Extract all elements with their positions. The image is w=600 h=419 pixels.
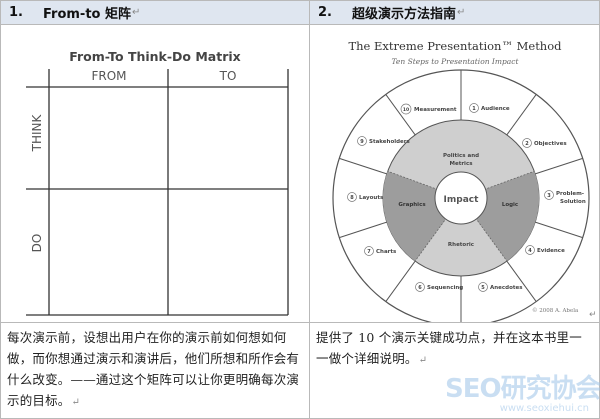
svg-text:6: 6 [418,285,422,291]
matrix-row-do: DO [30,234,44,253]
matrix-title: From-To Think-Do Matrix [69,49,240,64]
svg-text:Objectives: Objectives [534,141,567,147]
logic-label: Logic [502,202,518,208]
section-2-description: 提供了 10 个演示关键成功点，并在这本书里一一做个详细说明。 [316,330,582,366]
section-2-description-cell: 提供了 10 个演示关键成功点，并在这本书里一一做个详细说明。↵ [309,322,600,419]
svg-text:Anecdotes: Anecdotes [490,285,523,291]
extreme-presentation-wheel: The Extreme Presentation™ Method Ten Ste… [332,39,597,322]
svg-text:Sequencing: Sequencing [427,285,463,291]
svg-text:Stakeholders: Stakeholders [369,139,411,145]
paragraph-mark-icon: ↵ [457,7,466,18]
impact-circle [434,171,488,225]
step-6-sequencing: 6 Sequencing [415,282,463,292]
svg-text:4: 4 [528,248,532,254]
matrix-col-from: FROM [91,69,126,83]
step-4-evidence: 4 Evidence [525,245,565,255]
step-10-measurement: 10 Measurement [400,103,457,115]
matrix-col-to: TO [219,69,237,83]
sector-dividers [387,170,535,262]
matrix-grid [26,69,289,316]
step-7-charts: 7 Charts [364,246,397,256]
rhetoric-label: Rhetoric [448,242,474,248]
step-1-audience: 1 Audience [469,103,510,113]
svg-text:10: 10 [403,107,409,113]
svg-text:8: 8 [350,195,354,201]
section-1-number: 1. [9,5,23,20]
svg-text:Charts: Charts [376,249,397,255]
svg-text:9: 9 [360,139,364,145]
section-1-description-cell: 每次演示前，设想出用户在你的演示前如何想如何做，而你想通过演示和演讲后，他们所想… [0,322,310,419]
graphics-label: Graphics [398,202,426,208]
section-2-figure-cell: The Extreme Presentation™ Method Ten Ste… [309,24,600,323]
paragraph-mark-icon: ↵ [132,7,141,18]
svg-text:7: 7 [367,249,371,255]
svg-text:Solution: Solution [560,199,586,205]
section-1-header: 1. From-to 矩阵 ↵ [0,0,310,25]
svg-text:5: 5 [481,285,485,291]
section-2-title: 超级演示方法指南 [352,7,457,22]
section-1-figure-cell: From-To Think-Do Matrix FROM TO THINK DO [0,24,310,323]
svg-text:Layouts: Layouts [359,195,384,201]
impact-label: Impact [444,195,480,205]
svg-text:3: 3 [547,193,551,199]
section-1-title: From-to 矩阵 [43,7,132,22]
step-8-layouts: 8 Layouts [347,192,384,202]
paragraph-mark-icon: ↵ [71,397,81,408]
wheel-spokes [339,70,583,322]
from-to-matrix-figure: From-To Think-Do Matrix FROM TO THINK DO [26,49,289,316]
paragraph-mark-icon: ↵ [589,310,597,320]
wheel-title: The Extreme Presentation™ Method [348,39,562,53]
svg-text:Audience: Audience [481,106,510,112]
svg-text:1: 1 [472,106,476,112]
svg-text:Measurement: Measurement [414,107,457,113]
step-9-stakeholders: 9 Stakeholders [357,136,411,146]
paragraph-mark-icon: ↵ [418,355,428,366]
svg-text:2: 2 [525,141,529,147]
section-2-number: 2. [318,5,332,20]
svg-text:Evidence: Evidence [537,248,565,254]
svg-text:Problem-: Problem- [556,191,584,197]
section-1-description: 每次演示前，设想出用户在你的演示前如何想如何做，而你想通过演示和演讲后，他们所想… [7,330,300,408]
section-2-header: 2. 超级演示方法指南 ↵ [309,0,600,25]
step-5-anecdotes: 5 Anecdotes [478,282,523,292]
step-2-objectives: 2 Objectives [522,138,567,148]
wheel-subtitle: Ten Steps to Presentation Impact [392,57,520,66]
wheel-copyright: © 2008 A. Abela [532,307,579,314]
matrix-row-think: THINK [30,114,44,153]
step-3-problem-solution: 3 Problem- Solution [544,190,586,205]
